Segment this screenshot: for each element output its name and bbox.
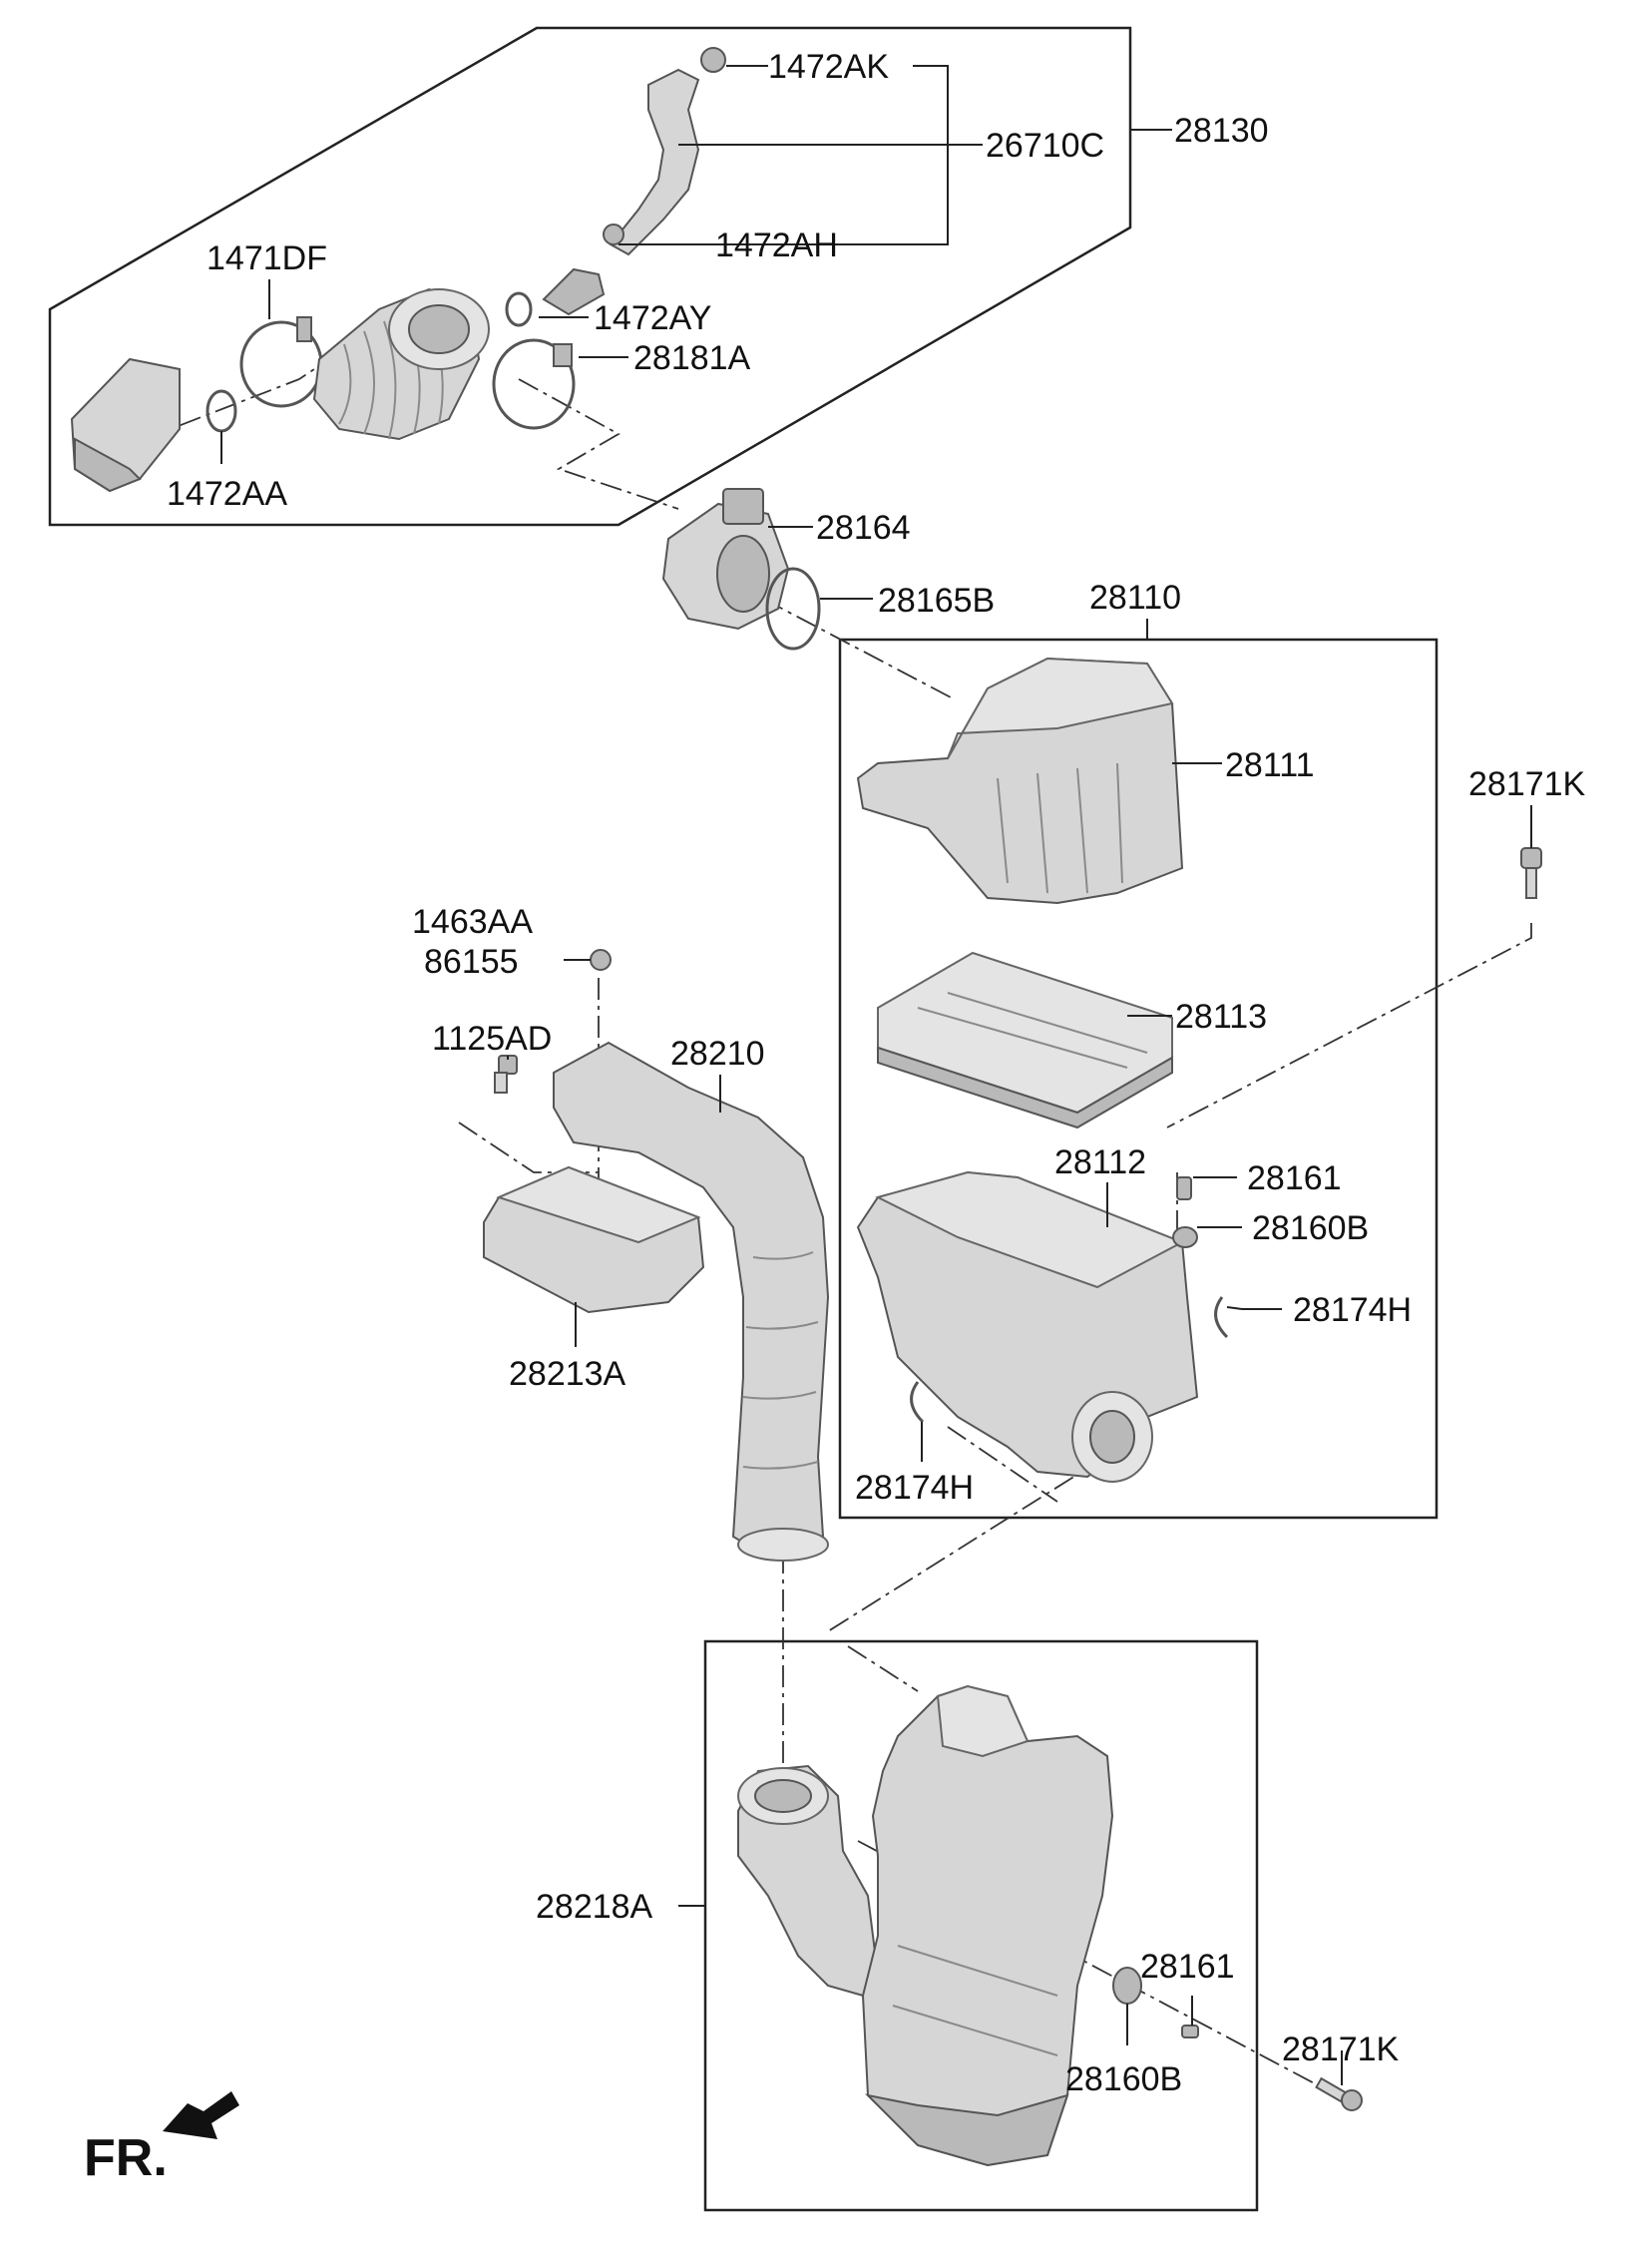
label-28113: 28113 — [1175, 998, 1267, 1036]
label-28110: 28110 — [1089, 579, 1181, 617]
label-28161-top: 28161 — [1247, 1159, 1342, 1197]
front-direction-marker: FR. — [84, 2091, 239, 2187]
clamp-1472AY-part — [505, 291, 533, 327]
label-28174H-left: 28174H — [855, 1469, 974, 1507]
o-ring-28165B-part — [765, 567, 821, 651]
air-cleaner-parts — [856, 657, 1229, 1483]
grommet-28160B-top-part — [1172, 1226, 1198, 1248]
label-28218A: 28218A — [536, 1888, 653, 1926]
label-1472AA: 1472AA — [167, 475, 287, 513]
label-28171K-bottom: 28171K — [1282, 2030, 1400, 2068]
resonator-28218A-part — [737, 1684, 1363, 2167]
clip-28174H-left-part — [910, 1381, 925, 1424]
label-26710C: 26710C — [986, 127, 1104, 165]
label-28160B-top: 28160B — [1252, 1209, 1369, 1247]
label-1463AA: 1463AA — [412, 903, 533, 941]
clamp-1472AH-part — [603, 224, 624, 245]
label-28164: 28164 — [816, 509, 911, 547]
clip-86155-part — [590, 949, 612, 971]
label-28213A: 28213A — [509, 1355, 626, 1393]
air-flow-sensor-group — [661, 488, 821, 651]
group-box-28218A — [703, 1639, 1259, 2212]
clip-28174H-right-part — [1214, 1296, 1229, 1339]
group-box-28130 — [48, 26, 1132, 527]
label-28161-bottom: 28161 — [1140, 1948, 1235, 1986]
front-arrow-icon — [163, 2091, 239, 2139]
label-1472AK: 1472AK — [768, 48, 889, 86]
label-28130: 28130 — [1174, 112, 1269, 150]
label-28210: 28210 — [670, 1035, 765, 1073]
fitting-part — [542, 267, 606, 316]
clamp-1472AK-part — [700, 47, 726, 73]
callout-labels: 1472AK 26710C 28130 1472AH 1471DF 1472AY… — [167, 48, 1586, 2098]
label-1472AY: 1472AY — [594, 299, 711, 337]
clamp-28181A-part — [492, 338, 576, 430]
resonator-hose-assembly — [70, 47, 726, 493]
front-label: FR. — [84, 2129, 168, 2187]
label-28111: 28111 — [1225, 746, 1315, 784]
breather-hose-26710C-part — [609, 68, 700, 256]
grommet-28160B-bottom-part — [1112, 1967, 1142, 2005]
bolt-28171K-bottom-part — [1315, 2076, 1363, 2111]
label-28165B: 28165B — [878, 582, 995, 620]
label-28160B-bottom: 28160B — [1065, 2060, 1182, 2098]
label-1125AD: 1125AD — [432, 1020, 552, 1058]
label-86155: 86155 — [424, 943, 519, 981]
clamp-1472AA-part — [206, 389, 237, 433]
label-28171K-top: 28171K — [1468, 765, 1586, 803]
label-1472AH: 1472AH — [715, 226, 838, 264]
pin-28161-bottom-part — [1181, 2025, 1199, 2038]
label-28181A: 28181A — [633, 339, 751, 377]
label-1471DF: 1471DF — [206, 239, 327, 277]
label-28174H-right: 28174H — [1293, 1291, 1412, 1329]
leader-lines — [220, 65, 1532, 2085]
pin-28161-top-part — [1176, 1176, 1192, 1200]
group-box-28110 — [838, 638, 1439, 1520]
duct-parts — [483, 949, 830, 1562]
bolt-28171K-top-part — [1520, 847, 1542, 899]
label-28112: 28112 — [1054, 1143, 1146, 1181]
